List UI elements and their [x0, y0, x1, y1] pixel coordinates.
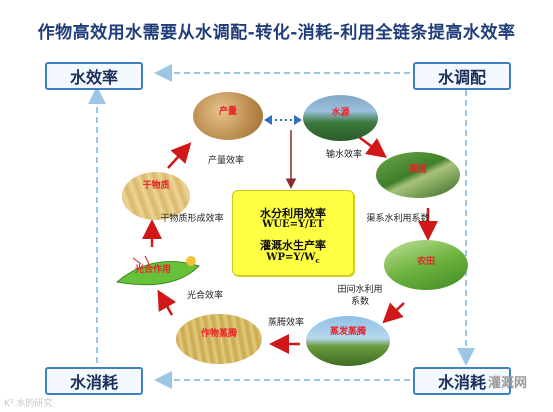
crop-transpiration-label: 作物蒸腾 [200, 329, 237, 339]
efficiency-formula-box: 水分利用效率 WUE=Y/ET 灌溉水生产率 WP=Y/Wc [232, 190, 354, 276]
dry-matter-label: 干物质 [142, 181, 170, 191]
field-efficiency-line1: 田间水利用 [337, 285, 383, 295]
wp-formula-main: WP=Y/W [266, 252, 316, 263]
wue-title: 水分利用效率 [260, 207, 326, 220]
dry-matter-efficiency-caption: 干物质形成效率 [160, 214, 224, 224]
water-source-image: 水源 [303, 95, 378, 141]
wp-title: 灌溉水生产率 [260, 239, 326, 252]
yield-label: 产量 [218, 107, 237, 117]
water-source-label: 水源 [331, 108, 350, 118]
farmland-label: 农田 [416, 257, 435, 267]
left-watermark: K² 水的研究 [4, 399, 53, 409]
field-efficiency-caption: 田间水利用 系数 [325, 284, 395, 308]
wp-formula: WP=Y/Wc [233, 252, 353, 265]
crop-transpiration-image: 作物蒸腾 [176, 314, 262, 364]
evapotranspiration-label: 蒸发蒸腾 [329, 327, 366, 337]
corner-water-consumption: 水消耗 [45, 367, 143, 395]
field-efficiency-line2: 系数 [350, 297, 369, 307]
evapotranspiration-image: 蒸发蒸腾 [306, 316, 390, 366]
transport-efficiency-caption: 输水效率 [325, 150, 362, 160]
corner-water-conversion: 水消耗 [413, 367, 511, 395]
wp-formula-sub: c [315, 256, 320, 265]
page-title: 作物高效用水需要从水调配-转化-消耗-利用全链条提高水效率 [37, 23, 516, 43]
dry-matter-image: 干物质 [122, 172, 190, 220]
leaf-icon [115, 255, 200, 286]
et-efficiency-caption: 蒸腾效率 [267, 318, 304, 328]
wue-formula: WUE=Y/ET [262, 219, 324, 230]
canal-efficiency-caption: 渠系水利用系数 [366, 214, 430, 224]
yield-efficiency-caption: 产量效率 [207, 156, 244, 166]
corner-water-allocation: 水调配 [413, 62, 511, 90]
photosynthesis-efficiency-caption: 光合效率 [186, 291, 223, 301]
canal-label: 渠道 [408, 165, 427, 175]
photosynthesis-leaf: 光合作用 [113, 252, 203, 292]
photosynthesis-label: 光合作用 [135, 265, 172, 275]
corner-water-efficiency: 水效率 [45, 62, 143, 90]
yield-image: 产量 [193, 92, 263, 140]
canal-image: 渠道 [376, 152, 460, 198]
farmland-image: 农田 [384, 240, 468, 290]
right-watermark: 灌溉网 [488, 376, 528, 391]
